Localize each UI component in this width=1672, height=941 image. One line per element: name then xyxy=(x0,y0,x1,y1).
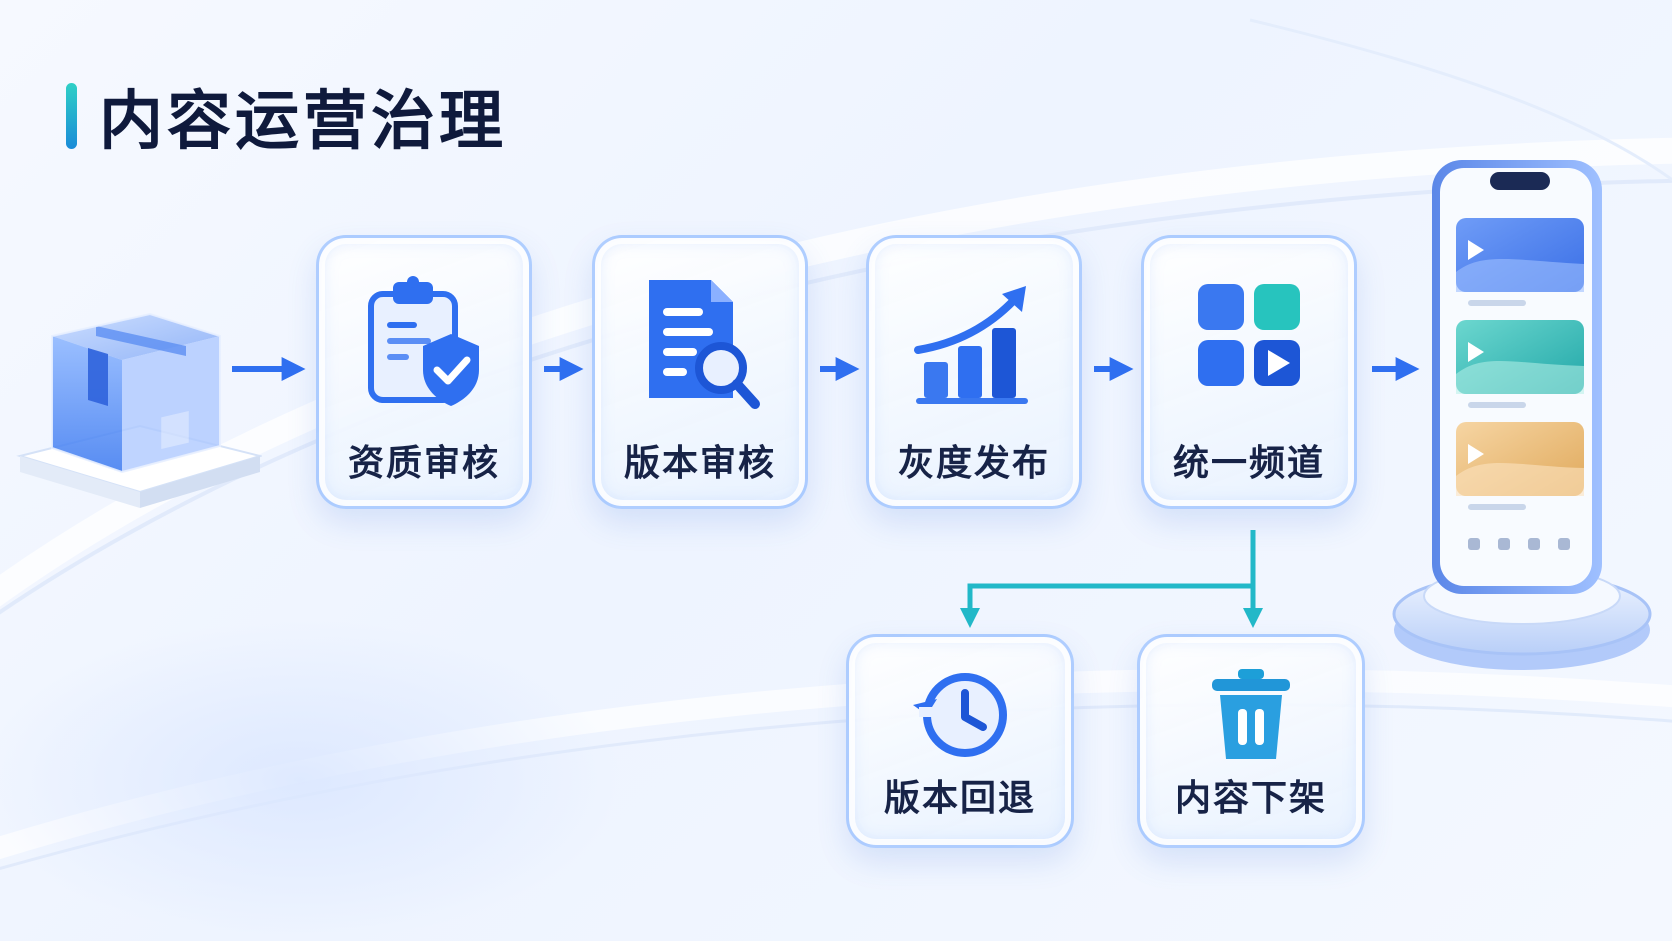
step-label: 灰度发布 xyxy=(897,443,1050,484)
step-label: 资质审核 xyxy=(347,443,500,484)
channel-grid-icon xyxy=(1198,284,1300,386)
branch-label: 内容下架 xyxy=(1174,778,1327,819)
page-title: 内容运营治理 xyxy=(99,85,507,159)
growth-chart-icon xyxy=(914,286,1028,404)
step-card-version-review[interactable]: 版本审核 xyxy=(592,235,808,509)
history-clock-icon xyxy=(913,673,1007,757)
phone-device xyxy=(1392,160,1652,670)
title-block: 内容运营治理 xyxy=(66,70,507,162)
step-label: 版本审核 xyxy=(623,443,776,484)
step-card-qualification[interactable]: 资质审核 xyxy=(316,235,532,509)
step-label: 统一频道 xyxy=(1172,443,1325,484)
branch-label: 版本回退 xyxy=(883,778,1036,819)
clipboard-shield-icon xyxy=(368,276,479,406)
document-search-icon xyxy=(649,280,760,409)
step-card-unified-channel[interactable]: 统一频道 xyxy=(1141,235,1357,509)
content-box-icon xyxy=(16,312,262,508)
branch-card-version-rollback[interactable]: 版本回退 xyxy=(846,634,1074,848)
trash-bin-icon xyxy=(1212,669,1290,759)
branch-card-content-takedown[interactable]: 内容下架 xyxy=(1137,634,1365,848)
step-card-gray-release[interactable]: 灰度发布 xyxy=(866,235,1082,509)
title-accent-bar xyxy=(66,83,77,149)
